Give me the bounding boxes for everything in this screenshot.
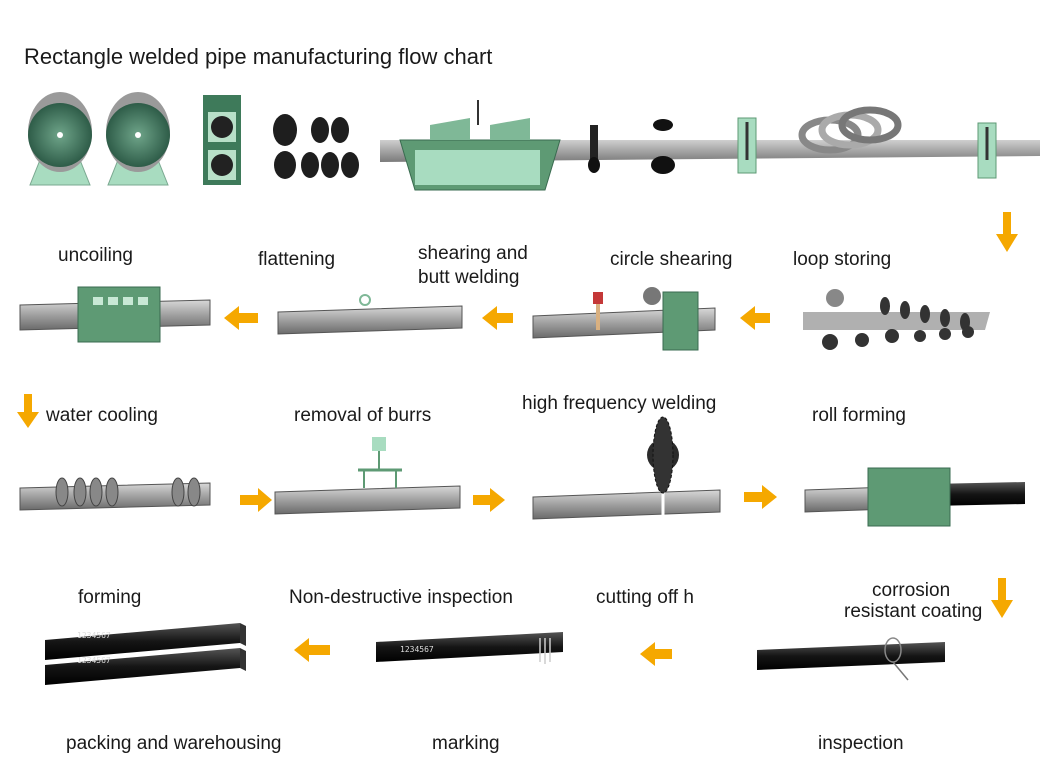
label-high-frequency-welding: high frequency welding bbox=[522, 393, 717, 414]
arrow-down-coating bbox=[991, 578, 1013, 618]
label-corrosion-line2: resistant coating bbox=[844, 601, 983, 622]
end-station bbox=[977, 122, 997, 179]
label-uncoiling: uncoiling bbox=[58, 245, 133, 266]
arrow-cooling-to-burrs bbox=[240, 488, 272, 512]
flattened-pipe bbox=[277, 294, 463, 335]
arrow-loop-to-circle bbox=[740, 306, 770, 330]
label-roll-forming: roll forming bbox=[812, 405, 906, 426]
shear-tools bbox=[588, 119, 675, 174]
finished-pipe-stack bbox=[45, 623, 246, 685]
page-title: Rectangle welded pipe manufacturing flow… bbox=[24, 44, 493, 69]
label-corrosion-line1: corrosion bbox=[872, 580, 951, 601]
coated-pipe bbox=[757, 637, 945, 681]
label-removal-of-burrs: removal of burrs bbox=[294, 405, 432, 426]
label-non-destructive-inspection: Non-destructive inspection bbox=[289, 587, 513, 608]
pipe-marking-inspection: 1234567 bbox=[400, 645, 434, 654]
welding-station bbox=[737, 117, 757, 174]
welding-saw bbox=[532, 416, 721, 520]
label-marking: marking bbox=[432, 733, 500, 754]
label-water-cooling: water cooling bbox=[46, 405, 158, 426]
coil-stand bbox=[203, 95, 241, 185]
inspection-pipe bbox=[376, 632, 563, 664]
label-cutting-off: cutting off h bbox=[596, 587, 694, 608]
label-shearing-line1: shearing and bbox=[418, 243, 528, 264]
label-packing-and-warehousing: packing and warehousing bbox=[66, 733, 282, 754]
label-forming: forming bbox=[78, 587, 142, 608]
arrow-welding-to-rollforming bbox=[744, 485, 777, 509]
pipe-marking-upper: 1234567 bbox=[77, 631, 111, 640]
label-flattening: flattening bbox=[258, 249, 336, 270]
arrow-coating-to-cutting bbox=[640, 642, 672, 666]
loop-coils bbox=[798, 106, 902, 154]
circle-shearing-machine bbox=[532, 287, 716, 351]
coil-2 bbox=[106, 92, 170, 186]
arrow-burrs-to-welding bbox=[473, 488, 505, 512]
arrow-down-water-cooling bbox=[17, 394, 39, 428]
deburring-station bbox=[274, 437, 461, 515]
arrow-circle-to-shearing bbox=[482, 306, 513, 330]
label-shearing-line2: butt welding bbox=[418, 267, 520, 288]
loop-storing-machine bbox=[803, 289, 990, 350]
label-loop-storing: loop storing bbox=[793, 249, 892, 270]
roll-forming-machine bbox=[804, 467, 1025, 527]
arrow-nde-to-forming bbox=[294, 638, 330, 662]
coil-1 bbox=[28, 92, 92, 186]
arrow-down-row1-right bbox=[996, 212, 1018, 252]
label-circle-shearing: circle shearing bbox=[610, 249, 733, 270]
uncoiling-machine bbox=[19, 286, 211, 343]
label-inspection: inspection bbox=[818, 733, 904, 754]
pipe-marking-lower: 1234567 bbox=[77, 656, 111, 665]
roller-set bbox=[273, 114, 359, 179]
arrow-flattening-to-uncoiling bbox=[224, 306, 258, 330]
water-cooling-pipe bbox=[19, 477, 211, 511]
straightener-machine bbox=[399, 100, 561, 191]
